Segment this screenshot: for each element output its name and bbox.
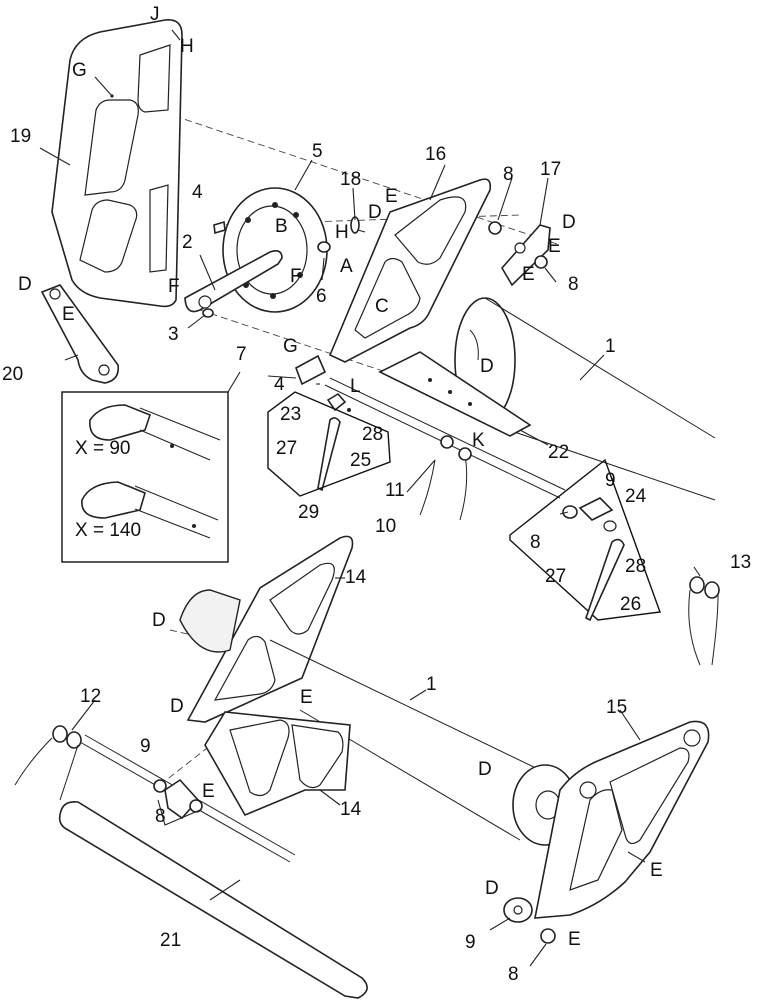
label-8: 8 [568,274,579,295]
label-G: G [72,60,87,81]
label-16: 16 [425,144,446,165]
inset-box-26 [509,458,661,622]
label-8: 8 [508,964,519,985]
label-6: 6 [316,286,327,307]
label-1: 1 [605,336,616,357]
label-E: E [650,860,663,881]
part-14-upper-frame [179,535,354,723]
part-5-flange-plate [222,187,328,313]
label-13: 13 [730,552,751,573]
label-23: 23 [280,404,301,425]
label-28: 28 [362,424,383,445]
bearing-9-8-left [153,778,203,826]
label-27: 27 [276,438,297,459]
label-22: 22 [548,442,569,463]
label-D: D [480,356,494,377]
part-22-shaft [378,351,532,437]
hardware-top [202,216,360,318]
label-12: 12 [80,686,101,707]
label-L: L [350,376,361,397]
label-18: 18 [340,169,361,190]
label-E: E [548,236,561,257]
label-9: 9 [605,470,616,491]
part-21-tube [58,800,368,999]
leader-lines [39,29,701,967]
label-24: 24 [625,486,647,507]
label-D: D [485,878,499,899]
label-3: 3 [168,324,179,345]
label-4: 4 [192,182,203,203]
label-5: 5 [312,141,323,162]
rods-10-11 [419,435,472,521]
label-25: 25 [350,450,371,471]
label-x-90: X = 90 [75,438,130,459]
part-14-lower-frame [204,711,351,817]
label-4: 4 [274,374,285,395]
part-2-lever-arm [184,250,283,313]
label-21: 21 [160,930,181,951]
part-15-side-panel [534,720,710,919]
label-17: 17 [540,159,561,180]
inset-box-7 [61,391,229,563]
label-26: 26 [620,594,641,615]
label-29: 29 [298,502,319,523]
part-17-bracket [488,221,551,287]
label-27: 27 [545,566,566,587]
callout-labels: J H G 19 5 4 B 2 F F 3 6 18 H A 16 D E C… [2,4,751,985]
label-D: D [170,696,184,717]
label-E: E [62,304,75,325]
label-F: F [290,266,302,287]
bearing-9-8-right [503,897,556,944]
label-2: 2 [182,232,193,253]
handle-assembly-29 [267,354,391,497]
label-E: E [202,781,215,802]
label-D: D [562,212,576,233]
label-G: G [283,336,298,357]
label-14: 14 [340,799,362,820]
label-B: B [275,216,288,237]
label-10: 10 [375,516,396,537]
label-F: F [168,276,180,297]
label-E: E [568,929,581,950]
label-K: K [472,430,485,451]
label-14: 14 [345,567,367,588]
label-19: 19 [10,126,31,147]
part-13-spring [688,576,720,666]
label-A: A [340,256,353,277]
label-8: 8 [530,532,541,553]
label-H: H [335,222,349,243]
label-8: 8 [503,164,514,185]
label-9: 9 [465,932,476,953]
label-C: C [375,296,389,317]
part-20-plate [40,284,120,384]
label-20: 20 [2,364,23,385]
label-D: D [152,610,166,631]
label-E: E [385,186,398,207]
label-E: E [300,687,313,708]
label-28: 28 [625,556,646,577]
label-7: 7 [236,344,247,365]
part-1-upper-tube [454,297,716,501]
label-15: 15 [606,697,627,718]
label-11: 11 [385,480,405,501]
label-J: J [150,4,160,25]
part-19-side-panel [51,18,183,308]
part-16-center-frame [328,178,492,363]
label-x-140: X = 140 [75,520,141,541]
label-8: 8 [155,806,166,827]
label-9: 9 [140,736,151,757]
label-D: D [18,274,32,295]
label-H: H [180,36,194,57]
label-D: D [478,759,492,780]
label-D: D [368,202,382,223]
label-E: E [522,264,535,285]
label-1: 1 [426,674,437,695]
